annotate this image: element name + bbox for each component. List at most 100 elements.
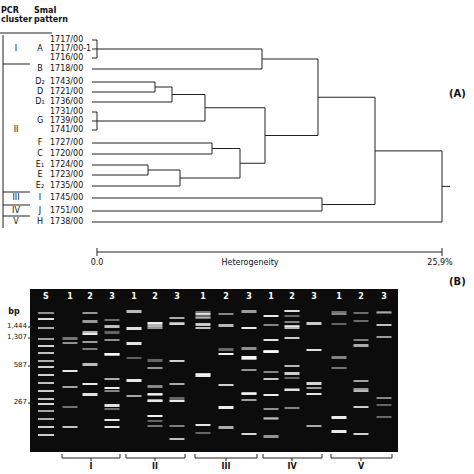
- pattern-label: D₁: [35, 98, 44, 107]
- scale-axis: [97, 248, 442, 256]
- gel-band: [38, 390, 54, 392]
- gel-band: [196, 317, 211, 319]
- gel-band: [148, 415, 163, 417]
- gel-band: [38, 366, 54, 368]
- lane-label: 3: [174, 293, 180, 302]
- gel-band: [148, 324, 163, 327]
- gel-band: [83, 331, 98, 333]
- lane-label: 1: [268, 293, 274, 302]
- gel-band: [264, 351, 279, 353]
- gel-band: [38, 318, 54, 320]
- gel-band: [285, 407, 300, 409]
- lane-label: 3: [246, 293, 252, 302]
- gel-band: [377, 312, 392, 314]
- lane-label: 2: [223, 293, 229, 302]
- gel-band: [285, 321, 300, 323]
- gel-band: [148, 420, 163, 422]
- gel-band: [170, 323, 185, 325]
- gel-band: [377, 416, 392, 418]
- gel-band: [307, 393, 322, 395]
- gel-band: [63, 342, 78, 344]
- isolate-label: 1751/00: [50, 207, 83, 216]
- gel-band: [307, 387, 322, 389]
- lane-label: 3: [381, 293, 387, 302]
- column-header: SmaI pattern: [34, 7, 74, 25]
- isolate-label: 1723/00: [50, 171, 83, 180]
- gel-band: [264, 350, 279, 353]
- gel-band: [354, 406, 369, 408]
- gel-band: [127, 395, 142, 397]
- group-label: I: [90, 463, 93, 472]
- gel-band: [38, 410, 54, 412]
- gel-band: [332, 416, 347, 419]
- gel-band: [38, 312, 54, 314]
- lane-label: 2: [289, 293, 295, 302]
- gel-band: [264, 324, 279, 326]
- gel-band: [285, 365, 300, 367]
- isolate-label: 1739/00: [50, 117, 83, 126]
- gel-band: [38, 352, 54, 354]
- cluster-label: II: [14, 126, 19, 135]
- gel-band: [196, 323, 211, 326]
- gel-band: [332, 323, 347, 325]
- gel-band: [377, 336, 392, 338]
- axis-title: Heterogeneity: [221, 259, 278, 268]
- cluster-label: IV: [12, 207, 20, 216]
- gel-band: [377, 404, 392, 406]
- isolate-label: 1741/00: [50, 126, 83, 135]
- gel-band: [242, 356, 257, 359]
- lane-label: 1: [336, 293, 342, 302]
- cluster-label: V: [13, 218, 18, 227]
- gel-band: [83, 312, 98, 314]
- gel-band: [219, 353, 234, 355]
- column-header: PCR cluster: [1, 7, 33, 25]
- gel-band: [148, 399, 163, 402]
- gel-band: [264, 408, 279, 410]
- gel-band: [148, 367, 163, 369]
- gel-band: [285, 389, 300, 391]
- gel-band: [219, 348, 234, 351]
- gel-band: [105, 426, 120, 428]
- gel-band: [354, 388, 369, 390]
- gel-band: [38, 418, 54, 420]
- gel-band: [148, 400, 163, 402]
- group-label: II: [152, 463, 158, 472]
- gel-band: [196, 311, 211, 314]
- gel-band: [38, 338, 54, 340]
- gel-band: [242, 392, 257, 394]
- gel-band: [83, 393, 98, 396]
- gel-band: [105, 419, 120, 421]
- gel-band: [264, 435, 279, 438]
- pattern-label: F: [38, 139, 43, 148]
- gel-band: [307, 322, 322, 325]
- lane-label: 1: [200, 293, 206, 302]
- gel-band: [38, 345, 54, 347]
- gel-band: [38, 374, 54, 376]
- gel-band: [170, 425, 185, 427]
- gel-band: [332, 311, 347, 313]
- gel-band: [354, 380, 369, 382]
- group-brackets: [62, 454, 392, 461]
- gel-band: [105, 387, 120, 389]
- lane-label: 1: [131, 293, 137, 302]
- gel-band: [105, 331, 120, 334]
- marker-ticks: [28, 327, 33, 403]
- gel-band: [264, 339, 279, 341]
- isolate-label: 1721/00: [50, 88, 83, 97]
- gel-band: [127, 379, 142, 382]
- pattern-label: D: [37, 88, 43, 97]
- isolate-label: 1720/00: [50, 150, 83, 159]
- gel-band: [170, 317, 185, 319]
- gel-band: [285, 325, 300, 327]
- pattern-label: B: [37, 65, 43, 74]
- gel-band: [219, 384, 234, 386]
- gel-band: [285, 326, 300, 329]
- gel-band: [264, 371, 279, 373]
- gel-band: [219, 313, 234, 315]
- isolate-label: 1738/00: [50, 218, 83, 227]
- marker-size: 587: [14, 362, 27, 370]
- lane-label: S: [43, 293, 49, 302]
- isolate-label: 1717/00: [50, 36, 83, 45]
- gel-band: [148, 322, 163, 324]
- gel-band: [38, 382, 54, 384]
